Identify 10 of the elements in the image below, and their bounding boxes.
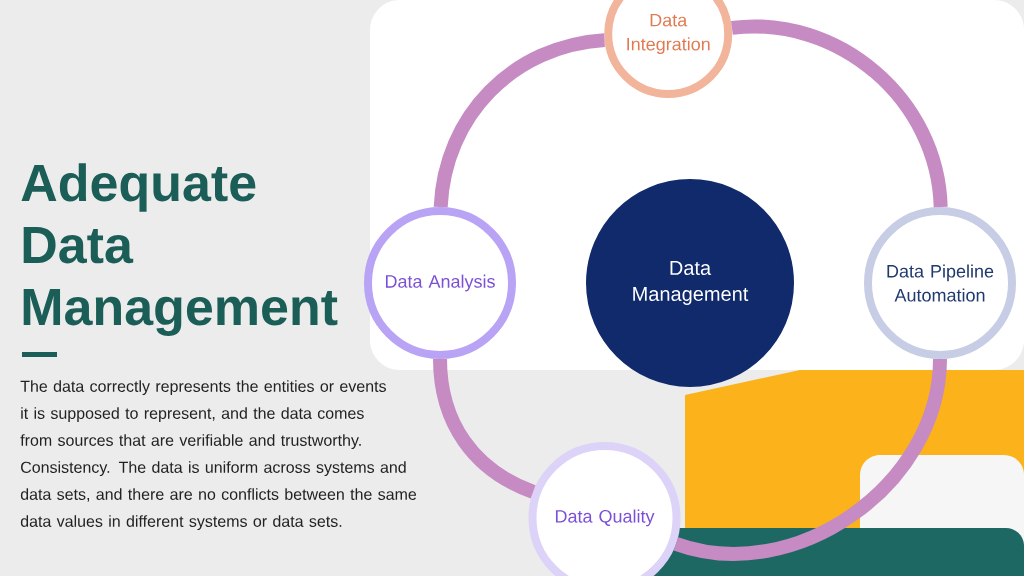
ring-arc [433, 358, 536, 499]
circle-node: Data Management [586, 179, 794, 387]
ring-arc [731, 19, 948, 208]
circle-node: Data Quality [528, 441, 681, 576]
paragraph: The data correctly represents the entities or events it is supposed to represent, and the data comes from sources that are verifiable and trustworthy. Consistency. The data is uniform across systems and data sets, and there are no conflicts between the same data values in different systems or data sets. [20, 380, 417, 531]
circle-node: Data Pipeline Automation [864, 207, 1016, 359]
ring-arc [674, 358, 947, 561]
ring-arc [433, 33, 606, 208]
title: Adequate Data Management [21, 163, 338, 336]
circle-node: Data Analysis [364, 207, 516, 359]
